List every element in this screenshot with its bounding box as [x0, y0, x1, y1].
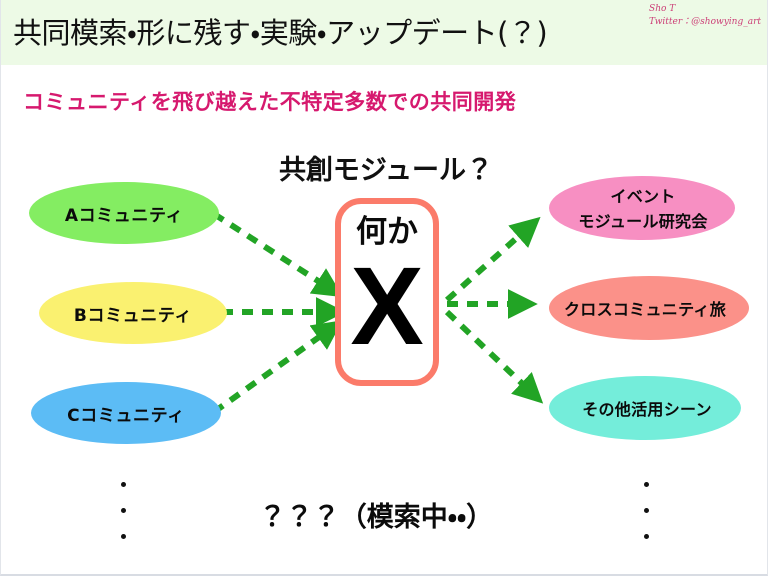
node-community-a-label: Aコミュニティ: [64, 206, 184, 226]
dot: [120, 482, 126, 487]
node-event-module-study-label: イベント モジュール研究会: [519, 184, 767, 234]
dot-column-left: [116, 482, 130, 560]
node-community-b-label: Bコミュニティ: [73, 306, 193, 326]
node-community-b[interactable]: [39, 282, 227, 344]
center-module-box[interactable]: [335, 198, 439, 386]
page-title: 共同模索・形に残す・実験・アップデート(？): [13, 16, 548, 50]
node-event-module-study-line1: イベント: [610, 187, 676, 206]
arrow-center-to-event: [445, 216, 541, 303]
subtitle: コミュニティを飛び越えた不特定多数での共同開発: [23, 90, 517, 114]
dot: [643, 508, 649, 513]
bottom-question-text: ？？？（模索中・・）: [258, 502, 494, 533]
credit-name: Sho T: [649, 4, 676, 14]
center-module-x-label: X: [350, 245, 424, 368]
dot: [120, 508, 126, 513]
header-band: [1, 0, 767, 65]
center-heading: 共創モジュール？: [278, 155, 494, 186]
node-community-a[interactable]: [29, 182, 219, 244]
node-event-module-study-line2: モジュール研究会: [578, 212, 708, 231]
credit-block: Sho T Twitter：@showying_art: [649, 3, 761, 29]
dot: [643, 534, 649, 539]
arrow-c-to-center: [212, 320, 343, 415]
node-cross-community-trip-label: クロスコミュニティ旅: [563, 300, 727, 319]
node-other-use-scenes[interactable]: [549, 376, 741, 440]
dot: [120, 534, 126, 539]
node-other-use-scenes-label: その他活用シーン: [582, 400, 712, 419]
dot-column-right: [639, 482, 653, 560]
node-community-c-label: Cコミュニティ: [67, 406, 185, 426]
center-module-top-label: 何か: [356, 214, 418, 250]
arrow-center-to-other: [444, 309, 544, 404]
dot: [643, 482, 649, 487]
arrow-a-to-center: [212, 211, 344, 298]
node-community-c[interactable]: [31, 382, 221, 444]
credit-handle: Twitter：@showying_art: [649, 17, 761, 27]
node-cross-community-trip[interactable]: [549, 276, 749, 340]
node-event-module-study[interactable]: [549, 176, 735, 240]
